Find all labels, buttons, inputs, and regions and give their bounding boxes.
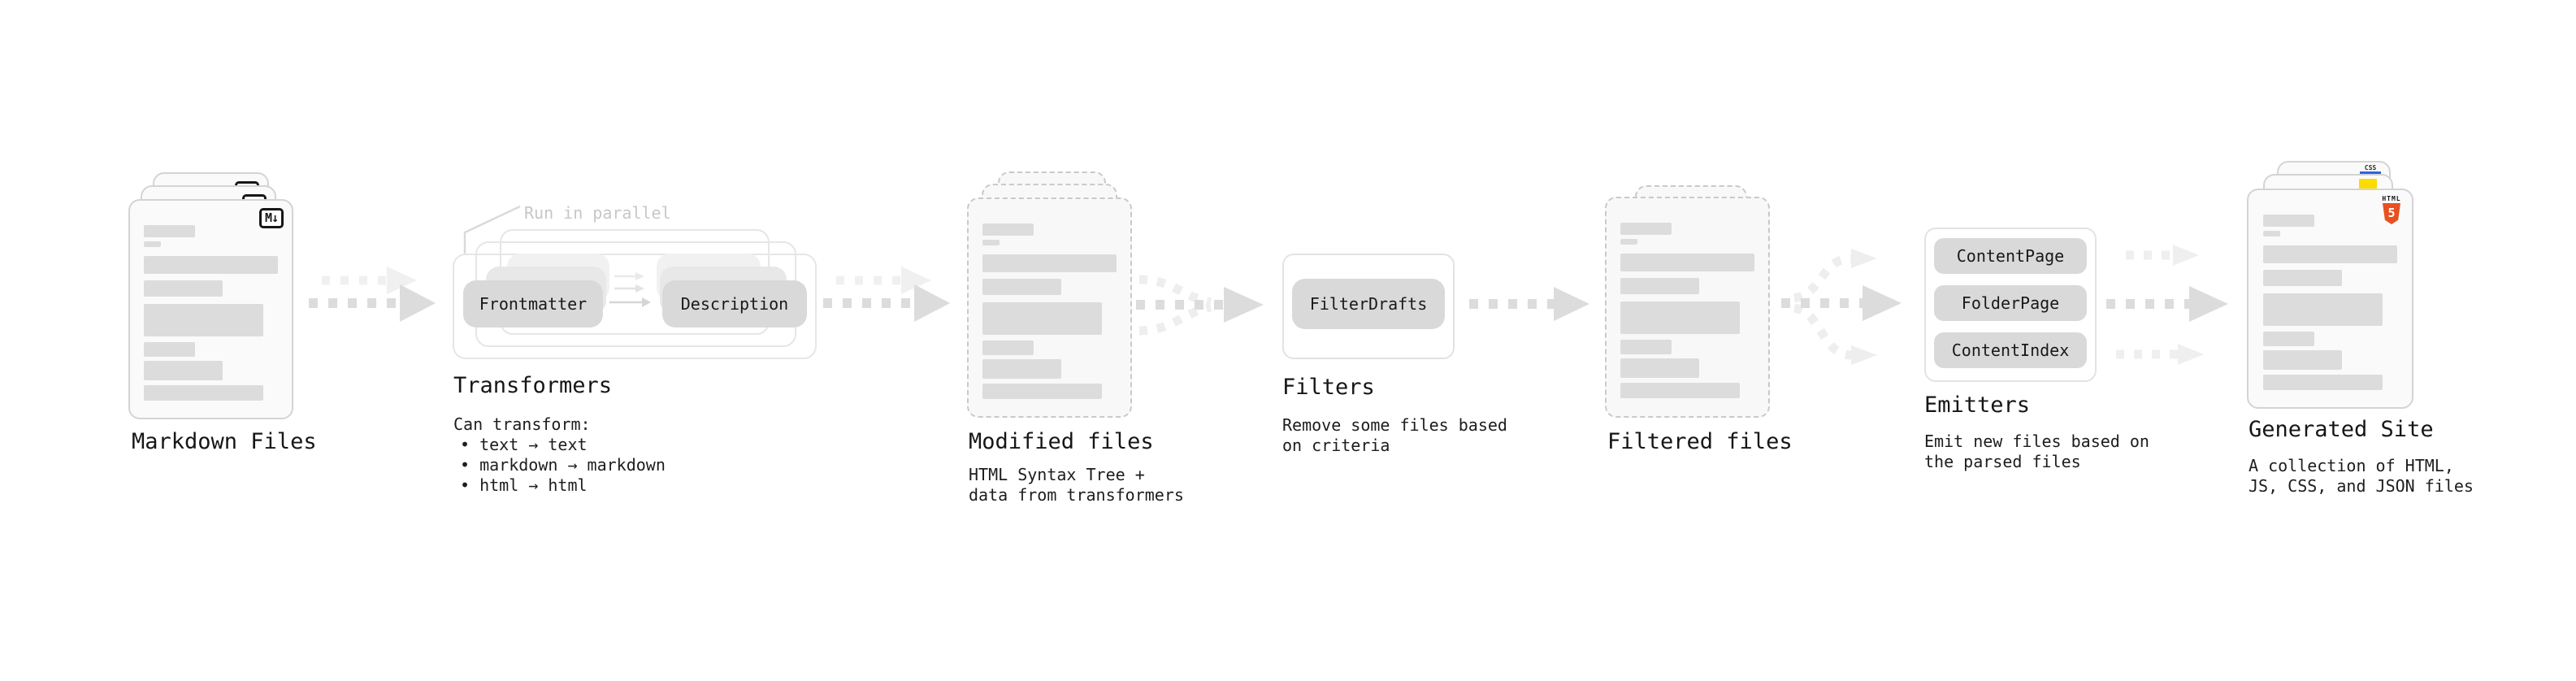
transform-bullet: • text → text	[460, 435, 588, 454]
css-icon: CSS	[2360, 164, 2381, 174]
transformers-lead: Can transform:	[453, 414, 591, 434]
subtitle-line: Emit new files based on	[1924, 432, 2149, 451]
transformers-description: Can transform: • text → text • markdown …	[453, 414, 666, 496]
subtitle-line: data from transformers	[969, 485, 1184, 505]
filtered-files-title: Filtered files	[1607, 429, 1793, 454]
emitters-description: Emit new files based on the parsed files	[1924, 432, 2149, 472]
generated-site-title: Generated Site	[2249, 417, 2434, 442]
html5-badge-shield: 5	[2383, 203, 2400, 224]
subtitle-line: Remove some files based	[1282, 415, 1507, 435]
document-card: M↓	[128, 199, 293, 419]
generated-site-description: A collection of HTML, JS, CSS, and JSON …	[2249, 456, 2474, 497]
contentpage-pill: ContentPage	[1934, 238, 2087, 274]
text-placeholder-bars	[2263, 215, 2397, 390]
text-placeholder-bars	[982, 223, 1117, 399]
subtitle-line: A collection of HTML,	[2249, 456, 2454, 475]
subtitle-line: the parsed files	[1924, 452, 2081, 471]
flow-arrow-markdown-to-transformers	[309, 267, 436, 322]
markdown-files-title: Markdown Files	[132, 429, 317, 454]
filterdrafts-pill: FilterDrafts	[1292, 279, 1445, 329]
text-placeholder-bars	[1620, 223, 1754, 398]
flow-arrow-transformers-to-modified	[823, 267, 950, 322]
html5-badge-word: HTML	[2382, 195, 2401, 202]
annotation-connector-line	[463, 205, 521, 254]
subtitle-line: on criteria	[1282, 436, 1390, 455]
transform-bullet: • markdown → markdown	[460, 455, 666, 475]
transformer-panel-front	[453, 254, 817, 359]
transformers-title: Transformers	[453, 373, 613, 398]
folderpage-pill: FolderPage	[1934, 285, 2087, 321]
flow-arrows-emitters-to-generated	[2106, 245, 2228, 365]
flow-arrow-filters-to-filtered	[1469, 287, 1589, 321]
html5-icon: HTML 5	[2381, 195, 2402, 224]
modified-files-title: Modified files	[969, 429, 1154, 454]
subtitle-line: JS, CSS, and JSON files	[2249, 476, 2474, 496]
description-pill: Description	[662, 280, 807, 327]
markdown-icon: M↓	[258, 208, 284, 228]
transform-bullet: • html → html	[460, 475, 588, 495]
subtitle-line: HTML Syntax Tree +	[969, 465, 1145, 484]
contentindex-pill: ContentIndex	[1934, 332, 2087, 368]
filters-description: Remove some files based on criteria	[1282, 415, 1507, 456]
flow-arrow-diverge-to-emitters	[1781, 249, 1902, 365]
text-placeholder-bars	[144, 225, 278, 401]
document-card-dashed	[967, 197, 1132, 418]
frontmatter-pill: Frontmatter	[463, 280, 603, 327]
parallel-step-arrows	[609, 272, 651, 307]
filters-title: Filters	[1282, 375, 1375, 400]
run-in-parallel-annotation: Run in parallel	[524, 203, 671, 223]
flow-arrow-converge-to-filters	[1136, 275, 1264, 336]
emitters-title: Emitters	[1924, 393, 2031, 418]
js-icon	[2359, 179, 2377, 189]
modified-files-description: HTML Syntax Tree + data from transformer…	[969, 465, 1184, 505]
document-card-dashed	[1605, 197, 1770, 418]
document-card: HTML 5	[2247, 189, 2413, 409]
